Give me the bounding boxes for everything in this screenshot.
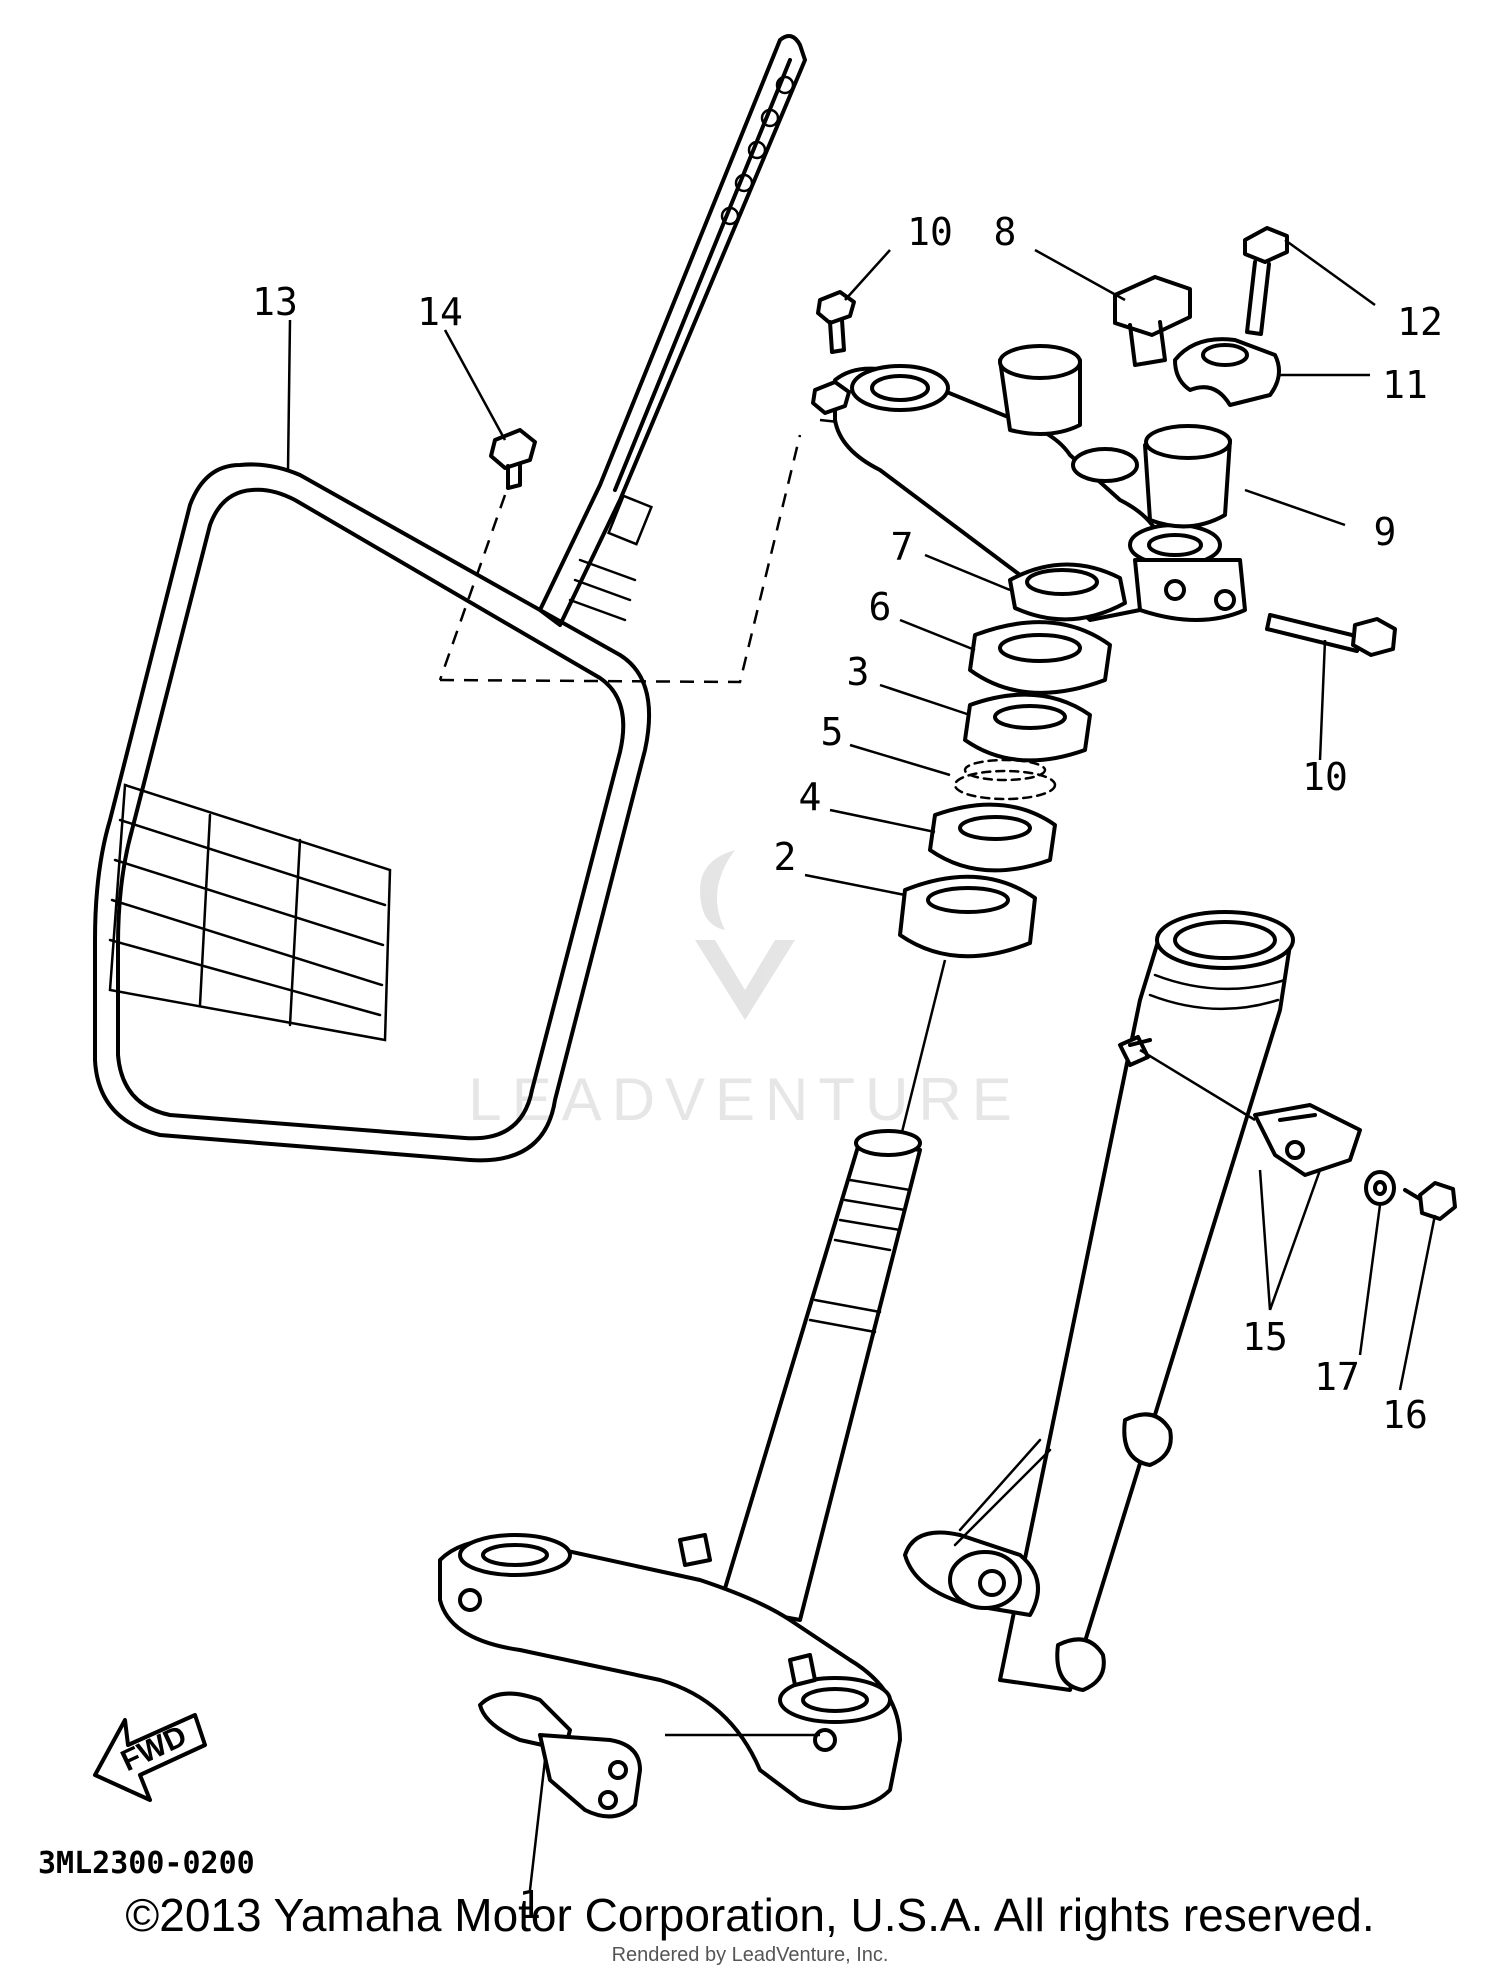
bolt-16 (1403, 1181, 1457, 1221)
label-17: 17 (1314, 1355, 1360, 1399)
label-3: 3 (847, 650, 870, 694)
seal-6 (968, 620, 1112, 695)
label-9: 9 (1374, 510, 1397, 554)
washer-17 (1364, 1170, 1396, 1206)
bolt-12 (1243, 226, 1289, 336)
number-plate (93, 34, 807, 1163)
label-13: 13 (252, 280, 298, 324)
label-5: 5 (821, 710, 844, 754)
nut-7 (1008, 562, 1127, 622)
bearing-2 (898, 874, 1037, 959)
label-12: 12 (1397, 300, 1443, 344)
bracket-1 (478, 1691, 642, 1819)
leader-lines (286, 238, 1437, 1891)
copyright-notice: ©2013 Yamaha Motor Corporation, U.S.A. A… (125, 1889, 1375, 1941)
screw-14 (489, 428, 537, 490)
bolt-10-right (1265, 613, 1397, 657)
label-16: 16 (1382, 1393, 1428, 1437)
label-7: 7 (891, 525, 914, 569)
label-1: 1 (519, 1883, 542, 1927)
balls-5 (953, 758, 1057, 801)
guide-15 (1253, 1103, 1362, 1177)
rendered-by-notice: Rendered by LeadVenture, Inc. (611, 1944, 889, 1966)
diagram-code: 3ML2300-0200 (38, 1846, 255, 1881)
steering-stem (718, 1129, 922, 1622)
lower-bracket (438, 1533, 902, 1810)
label-10-right: 10 (1302, 755, 1348, 799)
label-6: 6 (869, 585, 892, 629)
bolt-8 (1113, 275, 1192, 367)
label-10-top: 10 (907, 210, 953, 254)
label-14: 14 (417, 290, 463, 334)
race-4 (928, 802, 1057, 873)
upper-bracket (833, 344, 1247, 622)
label-15: 15 (1242, 1315, 1288, 1359)
label-8: 8 (994, 210, 1017, 254)
clamp-11 (1173, 337, 1281, 407)
label-4: 4 (799, 775, 822, 819)
fwd-arrow: FWD (93, 1713, 207, 1802)
label-2: 2 (774, 835, 797, 879)
fork-tube (903, 910, 1295, 1692)
watermark-text: LEADVENTURE (468, 1066, 1021, 1133)
race-3 (963, 692, 1092, 763)
bolt-10-top (811, 290, 856, 415)
part-labels: 1 2 3 4 5 6 7 8 9 10 10 11 12 13 14 15 1… (252, 210, 1443, 1927)
label-11: 11 (1382, 363, 1428, 407)
